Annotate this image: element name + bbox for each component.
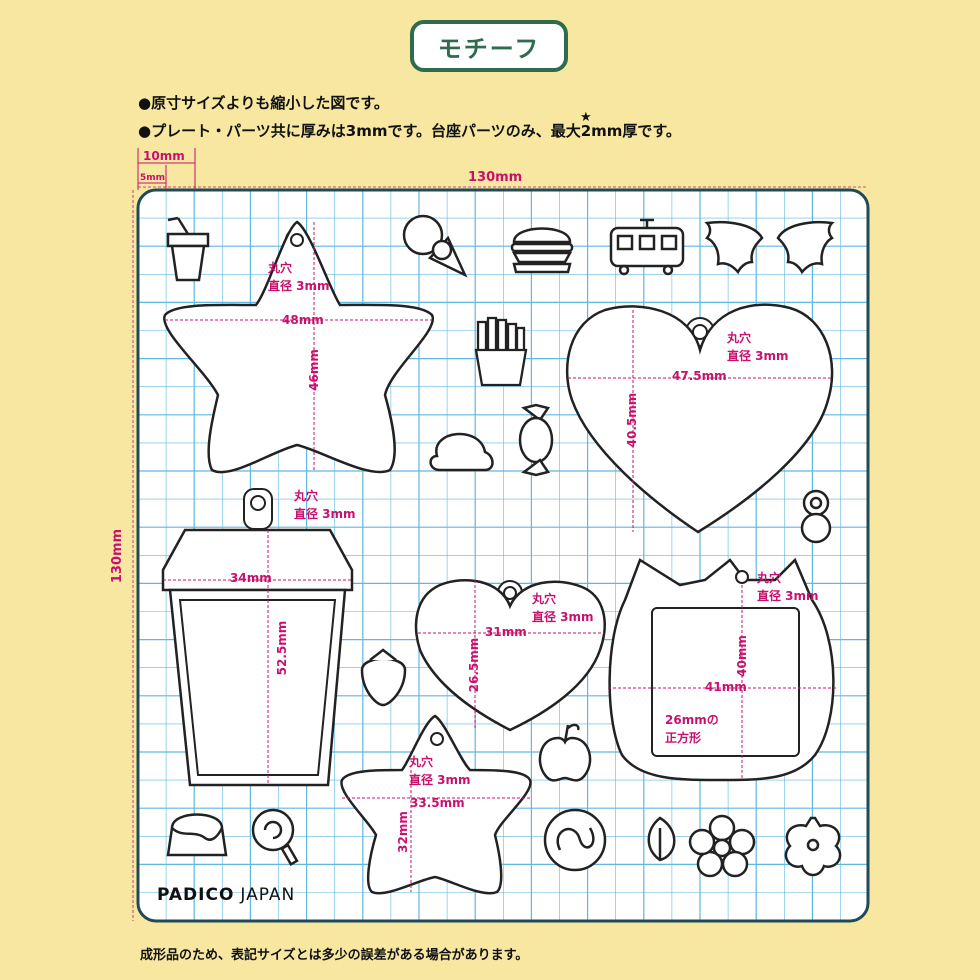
bat-wing-right-icon <box>776 221 835 275</box>
small-heart-hole-label-2: 直径 3mm <box>532 609 594 624</box>
note-line-2-end: のみ、最大2mm厚です。 <box>505 122 681 140</box>
big-star-hole-label-1: 丸穴 <box>267 260 292 275</box>
train-icon <box>609 218 685 276</box>
apple-icon <box>538 723 592 782</box>
small-star-hole-label-2: 直径 3mm <box>409 772 471 787</box>
big-heart-hole-label-2: 直径 3mm <box>727 348 789 363</box>
ice-cream-icon <box>402 214 468 278</box>
big-star-hole-label-2: 直径 3mm <box>268 278 330 293</box>
cat-height: 40mm <box>735 635 749 677</box>
small-star-plate <box>340 714 532 895</box>
note-thickness: ●プレート・パーツ共に厚みは3mmです。台座パーツのみ、最大2mm厚です。 ★ <box>138 110 681 141</box>
cup-hole-label-2: 直径 3mm <box>294 506 356 521</box>
ruler-5mm-label: 5mm <box>140 173 165 183</box>
peach-icon <box>429 432 494 472</box>
big-heart-plate <box>565 303 834 534</box>
flower-icon <box>688 814 756 878</box>
small-heart-hole-label-1: 丸穴 <box>531 591 556 606</box>
hamburger-icon <box>510 227 574 274</box>
small-star-height: 32mm <box>396 811 410 853</box>
big-star-width: 48mm <box>282 313 324 327</box>
page-title: モチーフ <box>437 34 541 63</box>
cup-hole-label-1: 丸穴 <box>293 488 318 503</box>
snowman-icon <box>800 489 832 544</box>
big-star-plate <box>163 220 435 474</box>
pudding-icon <box>166 813 228 857</box>
bat-wing-left-icon <box>704 221 764 275</box>
cup-plate <box>161 488 354 787</box>
small-star-hole-label-1: 丸穴 <box>408 754 433 769</box>
small-heart-width: 31mm <box>485 625 527 639</box>
title-badge: モチーフ <box>410 20 568 72</box>
big-heart-hole-label-1: 丸穴 <box>726 330 751 345</box>
cat-width: 41mm <box>705 680 747 694</box>
pretzel-icon <box>543 808 607 872</box>
fries-icon <box>474 316 528 387</box>
big-heart-width: 47.5mm <box>672 369 727 383</box>
cat-hole-label-1: 丸穴 <box>756 570 781 585</box>
star-mark-icon: ★ <box>580 110 592 125</box>
small-heart-plate <box>414 578 606 732</box>
square-label-2: 正方形 <box>665 730 701 745</box>
drink-cup-icon <box>166 216 210 282</box>
note-line-1: ●原寸サイズよりも縮小した図です。 <box>138 94 389 112</box>
footer-note: 成形品のため、表記サイズとは多少の誤差がある場合があります。 <box>140 948 529 963</box>
candy-icon <box>518 403 554 477</box>
ruler-width-label: 130mm <box>468 170 522 185</box>
cup-width: 34mm <box>230 571 272 585</box>
lollipop-icon <box>251 808 299 867</box>
cat-hole-label-2: 直径 3mm <box>757 588 819 603</box>
sakura-icon <box>784 816 842 877</box>
note-reduced-size: ●原寸サイズよりも縮小した図です。 <box>138 92 389 113</box>
board-border <box>136 188 870 923</box>
leaf-icon <box>647 816 676 862</box>
big-heart-height: 40.5mm <box>625 393 639 448</box>
square-label-1: 26mmの <box>665 713 719 727</box>
small-heart-height: 26.5mm <box>467 638 481 693</box>
big-star-height: 46mm <box>307 349 321 391</box>
strawberry-icon <box>360 648 407 707</box>
cup-height: 52.5mm <box>275 621 289 676</box>
ruler-height-label: 130mm <box>110 529 125 583</box>
cat-frame-plate <box>608 557 838 782</box>
ruler-guides <box>132 148 868 921</box>
note-line-2: ●プレート・パーツ共に厚みは3mmです。台座パーツ <box>138 122 506 140</box>
small-star-width: 33.5mm <box>410 796 465 810</box>
ruler-10mm-label: 10mm <box>143 149 185 163</box>
